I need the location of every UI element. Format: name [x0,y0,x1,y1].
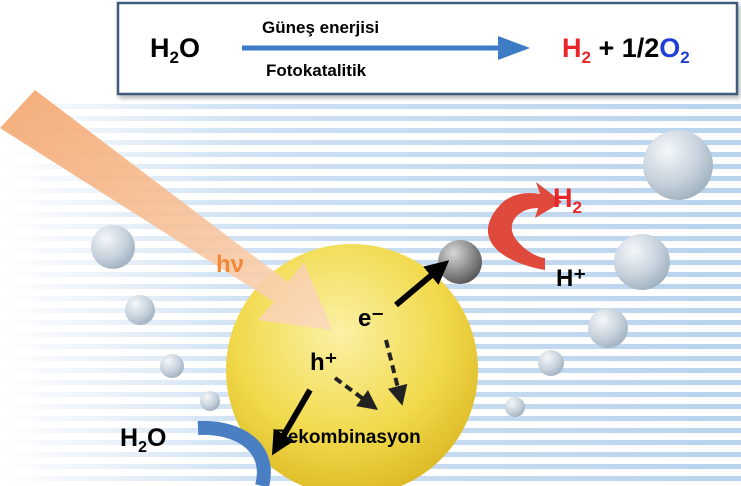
arrow-bottom-label: Fotokatalitik [266,61,367,80]
bubble [505,397,525,417]
water-in-label: H2O [120,424,166,456]
bubble [588,308,628,348]
recombination-label: Rekombinasyon [274,427,421,448]
equation-products: H2 + 1/2O2 [562,33,690,67]
bubble [160,354,184,378]
reaction-equation-box: H2O Güneş enerjisi Fotokatalitik H2 + 1/… [116,1,739,96]
bubble [538,350,564,376]
bubble [643,130,713,200]
hole-transfer-arrow-icon [271,388,313,456]
recombination-arrow-icon [384,339,408,406]
proton-label: H⁺ [556,265,586,292]
light-label: hν [216,251,244,278]
reaction-arrowhead-icon [498,36,530,60]
water-oxidation-arrow-icon [197,420,271,486]
bubble [614,234,670,290]
water-bubbles [91,130,713,417]
h2-evolution-arrow-icon [487,182,562,270]
arrow-top-label: Güneş enerjisi [262,18,379,37]
electron-label: e⁻ [358,305,384,332]
equation-reactant: H2O [150,33,200,67]
bubble [200,391,220,411]
hole-label: h⁺ [310,349,337,376]
bubble [125,295,155,325]
recombination-arrow-icon [333,376,379,410]
light-arrow-icon [0,90,332,330]
bubble [91,225,135,269]
h2-out-label: H2 [553,183,582,217]
electron-transfer-arrow-icon [394,260,450,308]
cocatalyst-sphere [438,240,482,284]
